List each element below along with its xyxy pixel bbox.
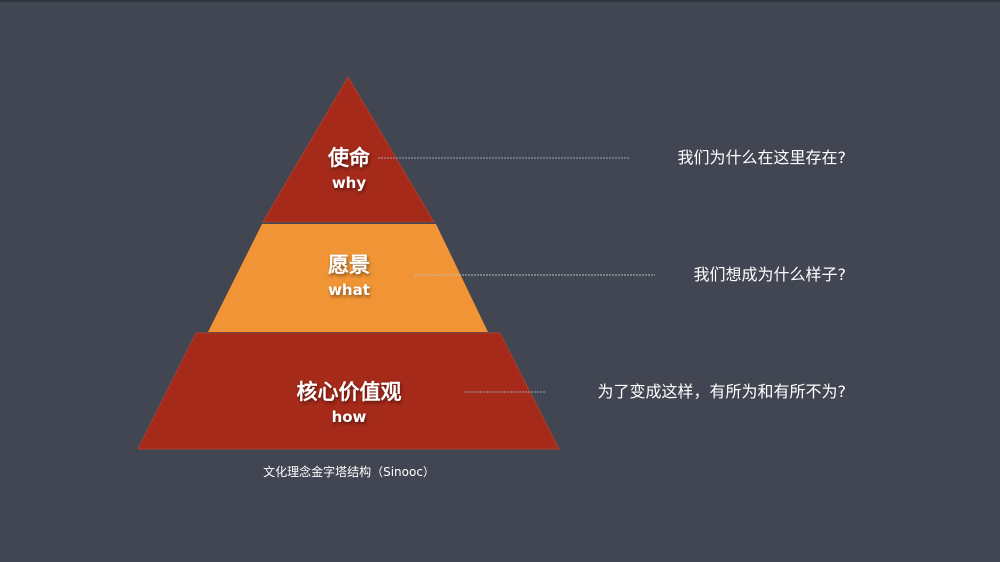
layer-title: 使命 (328, 146, 370, 170)
top-edge-shadow (0, 0, 1000, 2)
question-mission: 我们为什么在这里存在? (677, 148, 847, 167)
diagram-caption: 文化理念金字塔结构（Sinooc） (263, 465, 435, 479)
layer-title: 核心价值观 (296, 380, 402, 404)
question-vision: 我们想成为什么样子? (693, 265, 847, 284)
layer-title: 愿景 (328, 253, 370, 277)
layer-label-mission: 使命 why (328, 146, 370, 193)
layer-label-values: 核心价值观 how (297, 380, 402, 427)
pyramid-layer-mission (262, 76, 435, 223)
pyramid-layer-vision (208, 224, 488, 332)
pyramid-layer-values (137, 332, 560, 450)
layer-subtitle: how (331, 408, 367, 426)
layer-label-vision: 愿景 what (328, 253, 370, 300)
layer-subtitle: what (328, 281, 370, 299)
layer-subtitle: why (331, 174, 367, 192)
question-values: 为了变成这样，有所为和有所不为? (597, 382, 847, 401)
